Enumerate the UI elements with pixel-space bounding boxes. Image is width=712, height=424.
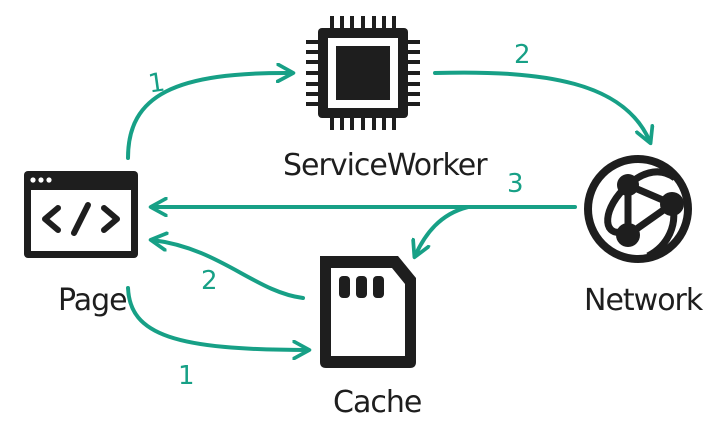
- step-label-cache-to-page: 2: [201, 266, 218, 296]
- arrow-page-to-cache: [126, 286, 308, 350]
- chip-pin: [361, 16, 365, 28]
- chip-pin: [340, 16, 344, 28]
- step-label-page-to-cache: 1: [178, 361, 195, 391]
- chip-pin: [361, 118, 365, 130]
- chip-pin: [382, 118, 386, 130]
- browser-code-icon: [24, 171, 138, 258]
- chip-pin: [392, 118, 396, 130]
- page-label: Page: [58, 283, 127, 318]
- chip-pin: [372, 118, 376, 130]
- chip-pin: [306, 50, 318, 54]
- chip-pin: [392, 16, 396, 28]
- chip-pin: [408, 40, 420, 44]
- arrow-network-to-cache: [415, 205, 470, 256]
- step-label-sw-to-network: 2: [514, 40, 531, 70]
- arrow-cache-to-page: [152, 240, 305, 300]
- sd-card-icon: [320, 256, 416, 368]
- arrow-service-worker-to-network: [433, 70, 650, 142]
- chip-pin: [408, 50, 420, 54]
- step-label-page-to-sw: 1: [146, 68, 167, 100]
- chip-pin: [306, 92, 318, 96]
- cpu-chip-icon: [306, 16, 420, 130]
- network-globe-icon: [584, 155, 692, 263]
- chip-pin: [350, 16, 354, 28]
- chip-pin: [408, 82, 420, 86]
- chip-pin: [408, 92, 420, 96]
- service-worker-label: ServiceWorker: [283, 148, 488, 183]
- cache-label: Cache: [333, 385, 421, 420]
- chip-pin: [350, 118, 354, 130]
- chip-pin: [306, 71, 318, 75]
- chip-pin: [306, 82, 318, 86]
- network-label: Network: [584, 283, 704, 318]
- chip-pin: [408, 102, 420, 106]
- arrow-page-to-service-worker: [126, 73, 292, 160]
- chip-pin: [330, 16, 334, 28]
- chip-pin: [340, 118, 344, 130]
- chip-pin: [330, 118, 334, 130]
- chip-pin: [306, 102, 318, 106]
- chip-pin: [306, 40, 318, 44]
- chip-pin: [372, 16, 376, 28]
- chip-pin: [306, 60, 318, 64]
- chip-pin: [382, 16, 386, 28]
- chip-pin: [408, 71, 420, 75]
- step-label-network-response: 3: [507, 169, 524, 199]
- chip-pin: [408, 60, 420, 64]
